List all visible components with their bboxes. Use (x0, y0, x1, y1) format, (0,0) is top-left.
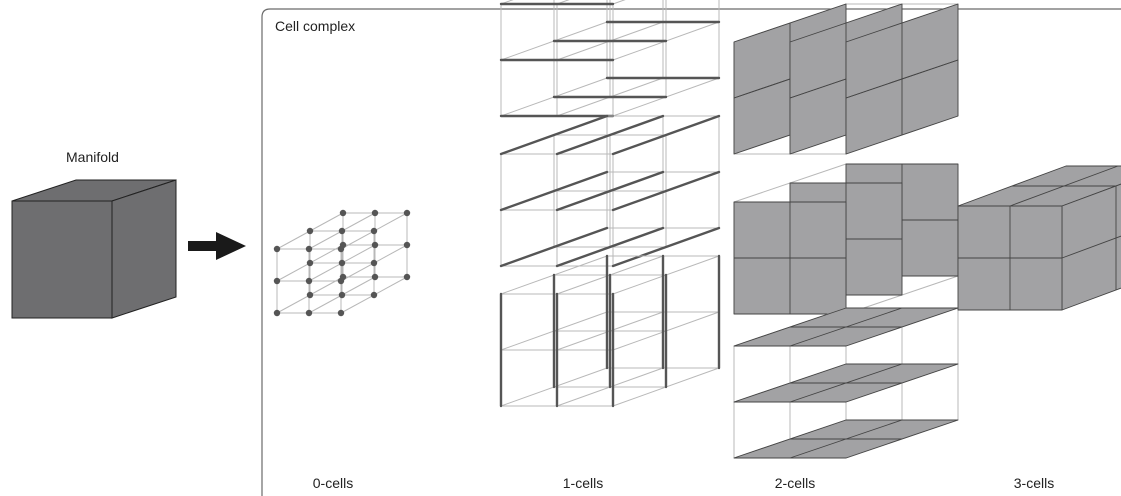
vertex-dot (371, 209, 379, 217)
1-cell-edge (611, 170, 721, 212)
one-cells-cube-z (499, 114, 721, 268)
two-cells-cube-xz (733, 307, 959, 459)
vertex-dot (371, 241, 379, 249)
vertex-dot (273, 245, 281, 253)
column-label-1-cells: 1-cells (562, 475, 604, 491)
1-cell-edge (499, 114, 609, 156)
vertex-dot (306, 259, 314, 267)
vertex-dot (403, 209, 411, 217)
1-cell-edge (555, 170, 665, 212)
vertex-dot (306, 291, 314, 299)
vertex-dot (305, 277, 313, 285)
manifold-right-face (111, 179, 177, 319)
arrow-shaft (188, 241, 218, 251)
cell-cubes (273, 0, 1121, 459)
column-label-2-cells: 2-cells (774, 475, 816, 491)
manifold-cube (11, 179, 177, 319)
one-cells-cube-x (499, 0, 721, 118)
1-cell-edge (555, 226, 665, 268)
vertex-dot (305, 309, 313, 317)
vertex-dot (339, 273, 347, 281)
manifold-front-face (11, 200, 113, 319)
zero-cells-cube (273, 209, 411, 317)
arrow-icon (188, 232, 246, 260)
three-cells-cube (957, 165, 1121, 311)
panel-title: Cell complex (275, 18, 356, 34)
vertex-dot (371, 273, 379, 281)
1-cell-edge (499, 170, 609, 212)
1-cell-edge (499, 226, 609, 268)
vertex-dot (338, 291, 346, 299)
vertex-dot (305, 245, 313, 253)
vertex-dot (403, 241, 411, 249)
vertex-dot (338, 259, 346, 267)
two-cells-cube-yz (733, 3, 959, 155)
one-cells-cube-y (499, 254, 721, 408)
1-cell-edge (611, 226, 721, 268)
manifold-label: Manifold (66, 149, 119, 165)
two-cells-cube-xy (733, 163, 959, 315)
vertex-dot (370, 227, 378, 235)
vertex-dot (339, 241, 347, 249)
vertex-dot (370, 291, 378, 299)
arrow-head (216, 232, 246, 260)
vertex-dot (338, 227, 346, 235)
vertex-dot (306, 227, 314, 235)
column-label-0-cells: 0-cells (312, 475, 354, 491)
vertex-dot (273, 277, 281, 285)
cell-complex-panel-border (261, 8, 1121, 496)
vertex-dot (370, 259, 378, 267)
vertex-dot (337, 309, 345, 317)
vertex-dot (273, 309, 281, 317)
1-cell-edge (555, 114, 665, 156)
1-cell-edge (611, 114, 721, 156)
vertex-dot (339, 209, 347, 217)
column-label-3-cells: 3-cells (1013, 475, 1055, 491)
vertex-dot (403, 273, 411, 281)
